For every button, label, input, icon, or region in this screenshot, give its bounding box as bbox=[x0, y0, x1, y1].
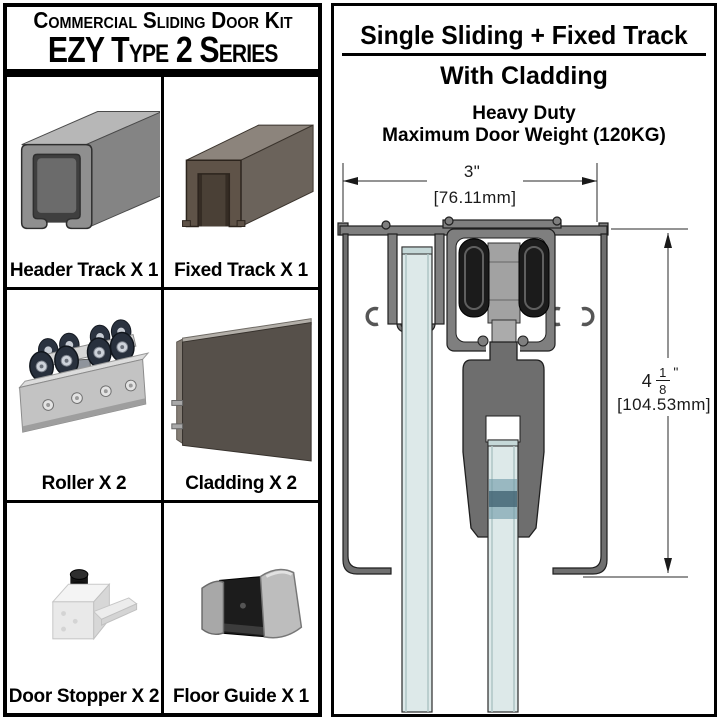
part-cell-roller: Roller X 2 bbox=[7, 290, 161, 500]
part-cell-cladding: Cladding X 2 bbox=[164, 290, 318, 500]
width-label-inches: 3" bbox=[464, 162, 480, 181]
kit-title-line2: EZY Type 2 Series bbox=[47, 29, 279, 70]
part-cell-header-track: Header Track X 1 bbox=[7, 77, 161, 287]
clip-hook-left bbox=[365, 306, 379, 327]
part-label: Roller X 2 bbox=[41, 473, 127, 494]
kit-title-box: Commercial Sliding Door Kit EZY Type 2 S… bbox=[3, 3, 322, 73]
floor-guide-image bbox=[164, 503, 318, 687]
configuration-title: Single Sliding + Fixed Track bbox=[360, 20, 688, 50]
configuration-subtitle: With Cladding bbox=[440, 62, 608, 90]
clamp-window bbox=[485, 415, 521, 443]
right-panel: Single Sliding + Fixed Track With Claddi… bbox=[331, 3, 717, 717]
door-stopper-image bbox=[7, 503, 161, 687]
svg-text:": " bbox=[673, 364, 678, 380]
roller-hub bbox=[487, 242, 521, 324]
part-cell-fixed-track: Fixed Track X 1 bbox=[164, 77, 318, 287]
roller-wheels bbox=[458, 238, 550, 318]
fixed-glass-panel bbox=[401, 246, 433, 713]
cladding-image bbox=[164, 290, 318, 474]
sliding-glass-panel bbox=[487, 439, 519, 713]
height-label-mm: [104.53mm] bbox=[617, 395, 711, 414]
svg-text:4: 4 bbox=[642, 371, 652, 391]
part-label: Fixed Track X 1 bbox=[174, 260, 308, 281]
roller-icon bbox=[18, 319, 150, 433]
fixed-track-icon bbox=[182, 124, 314, 228]
width-label-mm: [76.11mm] bbox=[434, 188, 517, 207]
header-track-image bbox=[7, 77, 161, 261]
floor-guide-icon bbox=[201, 568, 303, 639]
header-track-icon bbox=[20, 111, 160, 230]
cladding-icon bbox=[171, 318, 312, 462]
part-label: Cladding X 2 bbox=[185, 473, 297, 494]
cladding-right bbox=[552, 233, 608, 575]
height-label-inches: 4 1 8 " bbox=[642, 364, 678, 397]
max-door-weight: Maximum Door Weight (120KG) bbox=[382, 125, 666, 146]
duty-rating: Heavy Duty bbox=[472, 103, 576, 124]
height-dimension bbox=[583, 228, 688, 578]
title-underline bbox=[342, 53, 706, 56]
door-stopper-icon bbox=[51, 569, 138, 641]
parts-grid: Header Track X 1 Fixed Track X 1 bbox=[3, 73, 322, 717]
part-label: Door Stopper X 2 bbox=[8, 686, 160, 707]
cladding-left bbox=[342, 233, 392, 575]
part-label: Header Track X 1 bbox=[9, 260, 159, 281]
fixed-track-image bbox=[164, 77, 318, 261]
part-cell-door-stopper: Door Stopper X 2 bbox=[7, 503, 161, 713]
cross-section-diagram: 3" [76.11mm] 4 1 8 " [104.53mm] bbox=[337, 162, 711, 713]
svg-text:8: 8 bbox=[659, 382, 667, 397]
roller-image bbox=[7, 290, 161, 474]
width-dimension bbox=[342, 163, 598, 222]
clip-hook-right2 bbox=[581, 306, 595, 327]
svg-text:1: 1 bbox=[659, 365, 667, 380]
kit-title-line1: Commercial Sliding Door Kit bbox=[32, 7, 293, 33]
part-cell-floor-guide: Floor Guide X 1 bbox=[164, 503, 318, 713]
part-label: Floor Guide X 1 bbox=[173, 686, 309, 707]
